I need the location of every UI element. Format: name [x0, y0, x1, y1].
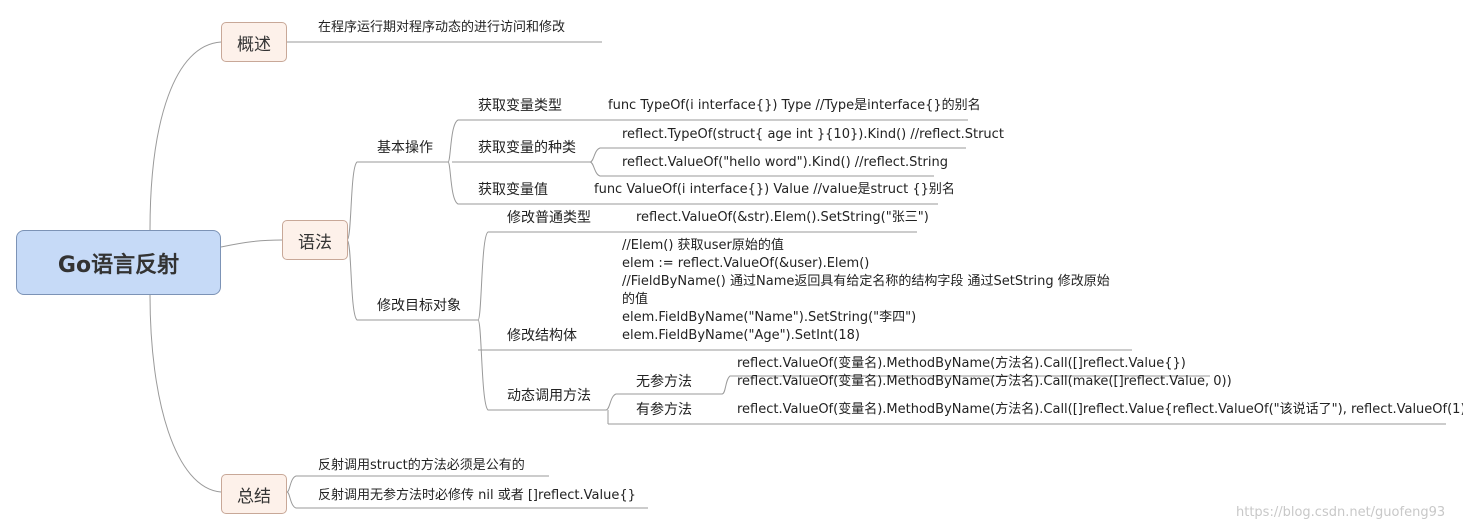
code-line: elem.FieldByName("Name").SetString("李四") — [622, 310, 917, 325]
subtopic-with-arg-method[interactable]: 有参方法 — [636, 402, 692, 418]
code-no-arg-call-empty-slice: reflect.ValueOf(变量名).MethodByName(方法名).C… — [737, 356, 1186, 371]
code-modify-basic-type: reflect.ValueOf(&str).Elem().SetString("… — [636, 210, 929, 225]
code-no-arg-call-make: reflect.ValueOf(变量名).MethodByName(方法名).C… — [737, 374, 1232, 389]
overview-description: 在程序运行期对程序动态的进行访问和修改 — [318, 20, 566, 35]
code-with-arg-call: reflect.ValueOf(变量名).MethodByName(方法名).C… — [737, 402, 1463, 417]
subtopic-modify-target-object[interactable]: 修改目标对象 — [377, 298, 461, 314]
topic-summary-label: 总结 — [237, 486, 271, 507]
code-get-variable-value: func ValueOf(i interface{}) Value //valu… — [594, 182, 955, 197]
code-get-kind-struct: reflect.TypeOf(struct{ age int }{10}).Ki… — [622, 127, 1004, 142]
topic-syntax-label: 语法 — [298, 232, 332, 253]
code-line: //Elem() 获取user原始的值 — [622, 238, 784, 253]
code-get-variable-type: func TypeOf(i interface{}) Type //Type是i… — [608, 98, 981, 113]
topic-overview[interactable]: 概述 — [221, 22, 287, 62]
subtopic-dynamic-call-method[interactable]: 动态调用方法 — [507, 388, 591, 404]
subtopic-basic-operations[interactable]: 基本操作 — [377, 140, 433, 156]
code-get-kind-string: reflect.ValueOf("hello word").Kind() //r… — [622, 155, 948, 170]
summary-point-public-method: 反射调用struct的方法必须是公有的 — [318, 458, 525, 473]
code-line: elem := reflect.ValueOf(&user).Elem() — [622, 256, 870, 271]
root-topic-label: Go语言反射 — [57, 252, 180, 278]
root-topic[interactable]: Go语言反射 — [16, 230, 221, 295]
topic-overview-label: 概述 — [237, 34, 271, 55]
subtopic-get-variable-value[interactable]: 获取变量值 — [478, 182, 548, 198]
subtopic-modify-struct[interactable]: 修改结构体 — [507, 328, 577, 344]
summary-point-no-arg-call: 反射调用无参方法时必修传 nil 或者 []reflect.Value{} — [318, 488, 636, 503]
code-line: 的值 — [622, 292, 649, 307]
subtopic-no-arg-method[interactable]: 无参方法 — [636, 374, 692, 390]
code-line: //FieldByName() 通过Name返回具有给定名称的结构字段 通过Se… — [622, 274, 1110, 289]
subtopic-get-variable-kind[interactable]: 获取变量的种类 — [478, 140, 576, 156]
subtopic-get-variable-type[interactable]: 获取变量类型 — [478, 98, 562, 114]
topic-syntax[interactable]: 语法 — [282, 220, 348, 260]
subtopic-modify-basic-type[interactable]: 修改普通类型 — [507, 210, 591, 226]
code-line: elem.FieldByName("Age").SetInt(18) — [622, 328, 860, 343]
topic-summary[interactable]: 总结 — [221, 474, 287, 514]
watermark: https://blog.csdn.net/guofeng93 — [1236, 505, 1446, 520]
